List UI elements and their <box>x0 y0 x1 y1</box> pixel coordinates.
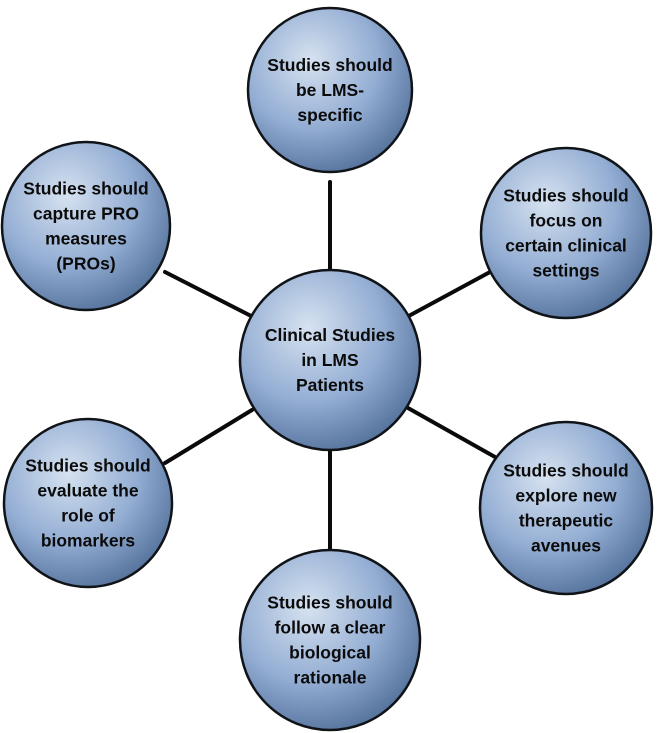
node-biological-rationale: Studies should follow a clear biological ra… <box>238 548 422 732</box>
label-line: rationale <box>294 668 367 688</box>
node-clinical-settings: Studies should focus on certain clinical se… <box>479 146 653 320</box>
node-lms-specific: Studies should be LMS-specific <box>246 6 414 174</box>
label-line: Studies should <box>25 456 150 476</box>
label-line: role of <box>61 506 115 526</box>
connector-lower-left <box>163 408 254 465</box>
label-line: Studies should <box>267 593 392 613</box>
connector-upper-right <box>403 270 492 320</box>
center-node: Clinical Studies in LMS Patients <box>238 268 422 452</box>
connector-lower-right <box>406 406 497 459</box>
label-line: specific <box>297 105 362 125</box>
node-biomarkers-label: Studies should evaluate the role of biomark… <box>25 456 150 551</box>
label-line: explore new <box>515 486 617 506</box>
label-line: measures <box>45 229 127 249</box>
label-line: Studies should <box>23 179 148 199</box>
node-pro-measures: Studies should capture PRO measures (PROs) <box>0 140 172 312</box>
label-line: biomarkers <box>41 531 136 551</box>
node-pro-measures-label: Studies should capture PRO measures (PROs) <box>23 179 148 274</box>
label-line: therapeutic <box>519 511 614 531</box>
center-node-label: Clinical Studies in LMS Patients <box>265 325 396 395</box>
node-lms-specific-label: Studies should be LMS-specific <box>267 55 392 125</box>
label-line: biological <box>289 643 371 663</box>
node-therapeutic-avenues: Studies should explore new therapeutic aven… <box>478 420 654 596</box>
label-line: avenues <box>531 536 601 556</box>
label-line: settings <box>532 261 599 281</box>
node-biological-rationale-label: Studies should follow a clear biological ra… <box>267 593 392 688</box>
label-line: in LMS <box>301 350 358 370</box>
node-therapeutic-avenues-label: Studies should explore new therapeutic aven… <box>503 461 628 556</box>
label-line: follow a clear <box>275 618 386 638</box>
label-line: certain clinical <box>505 236 627 256</box>
label-line: Clinical Studies <box>265 325 396 345</box>
label-line: be LMS- <box>296 80 364 100</box>
label-line: Patients <box>296 375 364 395</box>
node-clinical-settings-label: Studies should focus on certain clinical se… <box>503 186 628 281</box>
connector-upper-left <box>163 270 257 320</box>
label-line: Studies should <box>503 186 628 206</box>
label-line: Studies should <box>267 55 392 75</box>
connector-lines <box>163 180 497 557</box>
label-line: capture PRO <box>33 204 139 224</box>
label-line: Studies should <box>503 461 628 481</box>
node-biomarkers: Studies should evaluate the role of biomark… <box>2 417 174 589</box>
label-line: evaluate the <box>37 481 138 501</box>
label-line: focus on <box>530 211 603 231</box>
label-line: (PROs) <box>56 254 115 274</box>
